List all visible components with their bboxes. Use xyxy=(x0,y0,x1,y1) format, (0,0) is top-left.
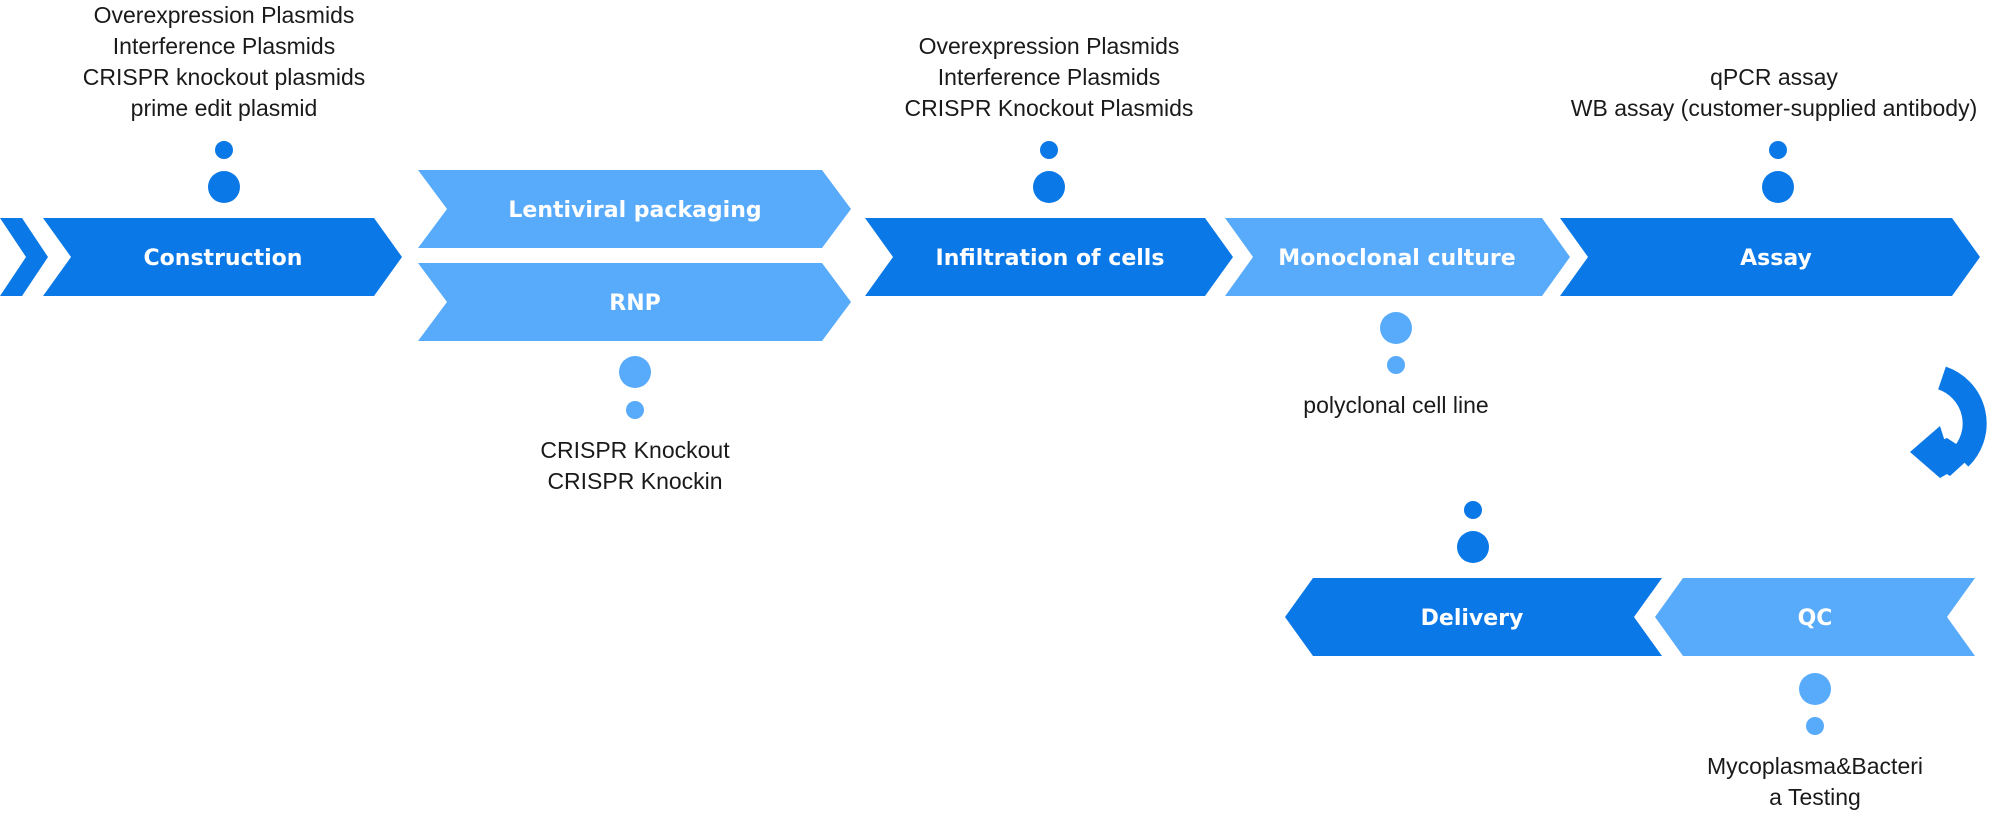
assay-note-2: WB assay (customer-supplied antibody) xyxy=(1570,95,1978,121)
monoclonal-connector-dots xyxy=(1380,312,1412,374)
rnp-connector-dots xyxy=(619,356,651,419)
monoclonal-notes: polyclonal cell line xyxy=(1246,390,1546,421)
assay-connector-dots xyxy=(1762,141,1794,203)
infiltration-note-1: Overexpression Plasmids xyxy=(918,33,1180,59)
assay-label: Assay xyxy=(1740,246,1812,271)
monoclonal-culture-label: Monoclonal culture xyxy=(1278,246,1515,271)
qc-label: QC xyxy=(1798,606,1833,631)
infiltration-notes: Overexpression Plasmids Interference Pla… xyxy=(869,31,1229,124)
construction-chevron xyxy=(43,218,402,296)
construction-note-2: Interference Plasmids xyxy=(112,33,336,59)
construction-note-4: prime edit plasmid xyxy=(130,95,318,121)
rnp-label: RNP xyxy=(609,291,660,316)
qc-chevron xyxy=(1655,578,1975,656)
infiltration-chevron xyxy=(865,218,1233,296)
rnp-note-1: CRISPR Knockout xyxy=(540,437,730,463)
assay-note-1: qPCR assay xyxy=(1710,64,1838,90)
delivery-label: Delivery xyxy=(1421,606,1524,631)
construction-connector-dots xyxy=(208,141,240,203)
delivery-chevron xyxy=(1285,578,1662,656)
rnp-note-2: CRISPR Knockin xyxy=(547,468,723,494)
qc-note-1: Mycoplasma&Bacteri xyxy=(1706,753,1924,779)
lentiviral-packaging-label: Lentiviral packaging xyxy=(508,198,761,223)
construction-label: Construction xyxy=(144,246,303,271)
construction-notes: Overexpression Plasmids Interference Pla… xyxy=(44,0,404,124)
rnp-chevron xyxy=(418,263,851,341)
qc-notes: Mycoplasma&Bacteri a Testing xyxy=(1670,751,1960,813)
qc-connector-dots xyxy=(1799,673,1831,735)
rnp-notes: CRISPR Knockout CRISPR Knockin xyxy=(475,435,795,497)
construction-note-3: CRISPR knockout plasmids xyxy=(82,64,366,90)
assay-notes: qPCR assay WB assay (customer-supplied a… xyxy=(1548,62,2000,124)
qc-note-2: a Testing xyxy=(1769,784,1861,810)
monoclonal-culture-chevron xyxy=(1225,218,1570,296)
infiltration-note-2: Interference Plasmids xyxy=(937,64,1161,90)
monoclonal-note-1: polyclonal cell line xyxy=(1303,392,1489,418)
curved-return-arrow-icon xyxy=(1910,366,1987,478)
lentiviral-packaging-chevron xyxy=(418,170,851,248)
construction-note-1: Overexpression Plasmids xyxy=(93,2,355,28)
delivery-connector-dots xyxy=(1457,501,1489,563)
infiltration-note-3: CRISPR Knockout Plasmids xyxy=(904,95,1194,121)
infiltration-connector-dots xyxy=(1033,141,1065,203)
infiltration-label: Infiltration of cells xyxy=(936,246,1165,271)
leading-chevron xyxy=(0,218,48,296)
assay-chevron xyxy=(1560,218,1980,296)
